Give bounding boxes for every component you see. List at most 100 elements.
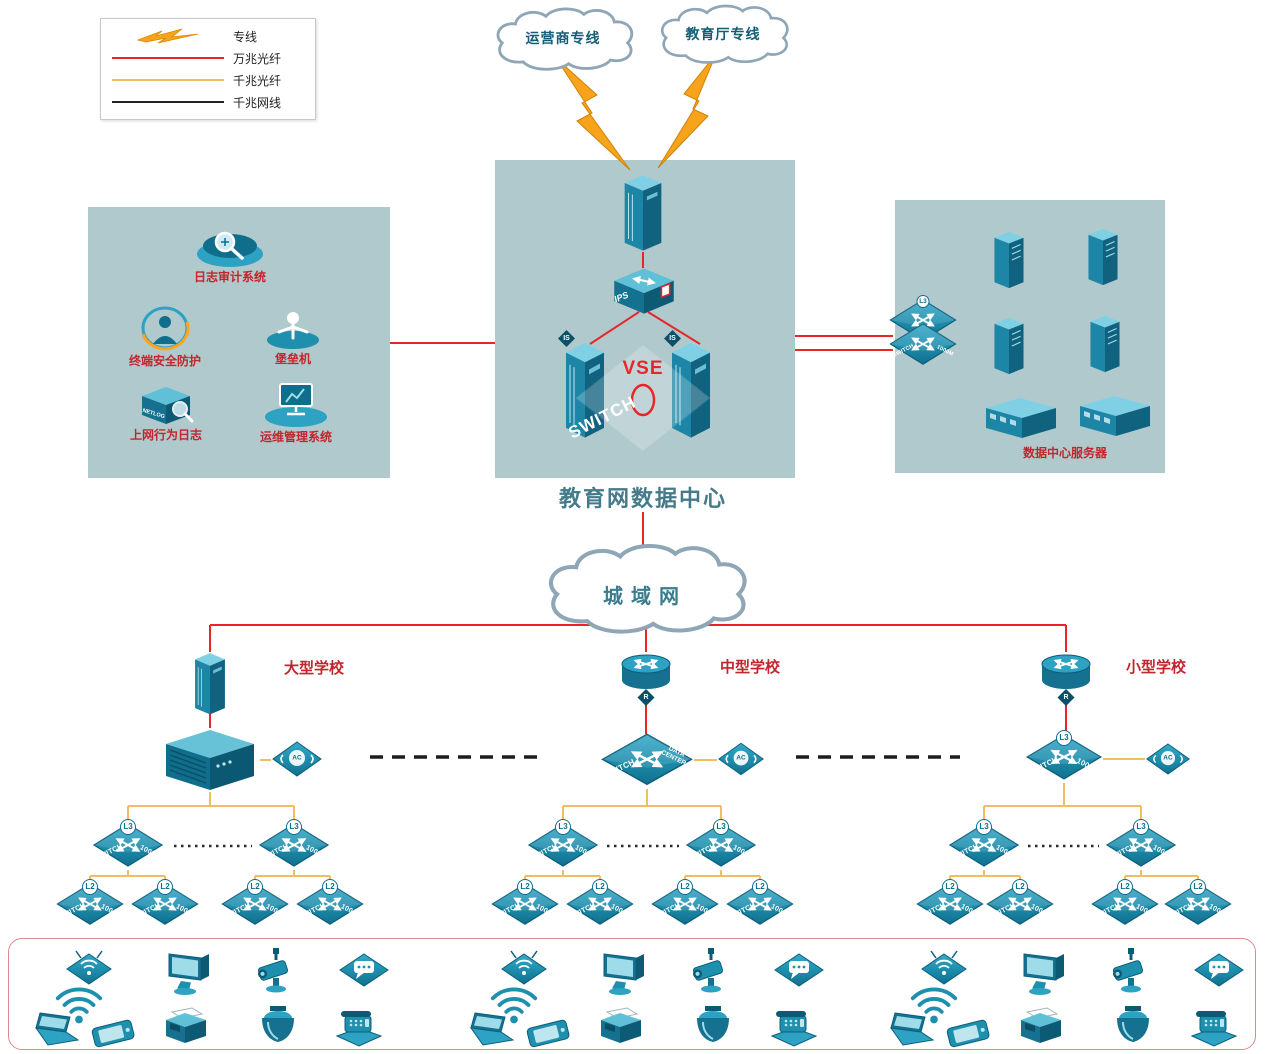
core-chassis-icon: [160, 726, 260, 792]
l3-badge: L3: [120, 819, 136, 835]
ops-icon: [263, 380, 329, 428]
desktop-icon: [1018, 950, 1070, 996]
black-line-sample: [109, 101, 227, 103]
datacenter-title: 教育网数据中心: [558, 486, 727, 511]
isp-cloud: 运营商专线: [487, 6, 639, 76]
wlan-ap-icon: [920, 950, 968, 986]
medium-school-core-switch: SWITCH DATA CENTER: [600, 732, 694, 789]
l3-badge: L3: [1133, 819, 1149, 835]
legend-row-dedicated: 专线: [109, 25, 307, 47]
l2-badge: L2: [677, 879, 693, 895]
small-school-ac: AC: [1145, 742, 1191, 776]
l3-badge: L3: [286, 819, 302, 835]
laptop-icon: [28, 1012, 84, 1048]
l3-badge: L3: [976, 819, 992, 835]
legend-row-1g-cable: 千兆网线: [109, 91, 307, 113]
l2-switch: L2 SWITCH 1000M: [295, 879, 365, 928]
l2-switch: L2 SWITCH 1000M: [1163, 879, 1233, 928]
smartphone-node: [88, 1018, 138, 1048]
ptz-camera-node: [253, 948, 299, 994]
wlan-ap-icon: [500, 950, 548, 986]
ops-system-node: 运维管理系统: [240, 380, 352, 445]
l2-switch: L2 SWITCH 1000M: [985, 879, 1055, 928]
large-school-label: 大型学校: [284, 660, 345, 677]
ip-phone-icon: [333, 1010, 385, 1048]
l3-switch: L3 SWITCH 1000M: [258, 819, 330, 870]
storage-icon: [980, 394, 1060, 440]
printer-node: [593, 1006, 647, 1046]
yellow-line-sample: [109, 79, 227, 81]
dc-storage-array: [980, 394, 1060, 440]
legend-label-dedicated: 专线: [233, 29, 258, 44]
ac-label: AC: [292, 754, 302, 762]
legend-label-10g: 万兆光纤: [233, 51, 282, 66]
l3-switch: L3 SWITCH 1000M: [685, 819, 757, 870]
switch-icon: [888, 322, 958, 368]
small-school-core-switch: L3 SWITCH 1000M: [1025, 730, 1103, 783]
large-school-firewall: [187, 650, 233, 716]
l2-switch: L2 SWITCH 1000M: [650, 879, 720, 928]
medium-school-ac: AC: [717, 741, 765, 777]
l3-badge: L3: [555, 819, 571, 835]
l3-switch: L3 SWITCH 1000M: [92, 819, 164, 870]
l2-badge: L2: [752, 879, 768, 895]
edu-cloud-label: 教育厅专线: [685, 26, 761, 43]
server-icon: [986, 228, 1032, 290]
audit-icon: [194, 222, 266, 268]
smartphone-icon: [943, 1018, 993, 1048]
man-cloud: 城域网: [535, 543, 755, 640]
l2-switch: L2 SWITCH 1000M: [130, 879, 200, 928]
vse-cluster: VSE SWITCH: [565, 342, 714, 454]
l3-switch: L3 SWITCH 1000M: [527, 819, 599, 870]
desktop-icon: [598, 950, 650, 996]
printer-icon: [593, 1006, 647, 1046]
laptop-icon: [883, 1012, 939, 1048]
large-school-ac: AC: [271, 740, 323, 778]
ip-phone-icon: [1188, 1010, 1240, 1048]
dc-server: [1082, 312, 1128, 374]
laptop-icon: [463, 1012, 519, 1048]
core-firewall: [615, 170, 671, 254]
wlan-ap-node: [920, 950, 968, 986]
isp-cloud-label: 运营商专线: [525, 30, 601, 47]
ip-phone-node: [1188, 1010, 1240, 1048]
dome-camera-node: [256, 1006, 300, 1048]
l2-badge: L2: [942, 879, 958, 895]
l2-switch: L2 SWITCH 1000M: [565, 879, 635, 928]
ips-icon: [604, 264, 684, 316]
l2-switch: L2 SWITCH 1000M: [490, 879, 560, 928]
ip-phone-node: [333, 1010, 385, 1048]
ip-phone-node: [768, 1010, 820, 1048]
l2-badge: L2: [1190, 879, 1206, 895]
dome-camera-node: [1111, 1006, 1155, 1048]
dc-blade-chassis: [1074, 392, 1154, 438]
lightning-sample: [109, 27, 227, 45]
l2-badge: L2: [157, 879, 173, 895]
printer-icon: [158, 1006, 212, 1046]
audit-system-node: 日志审计系统: [170, 222, 290, 285]
endpoint-security-label: 终端安全防护: [128, 354, 201, 368]
small-school-label: 小型学校: [1126, 659, 1187, 676]
server-icon: [1082, 312, 1128, 374]
bastion-icon: [265, 308, 321, 350]
vse-label: VSE: [622, 358, 664, 379]
audit-label: 日志审计系统: [193, 270, 266, 284]
ptz-camera-icon: [1108, 948, 1154, 994]
server-icon: [1080, 225, 1126, 287]
l3-badge: L3: [916, 295, 930, 308]
chat-icon: [338, 952, 390, 988]
edu-cloud: 教育厅专线: [647, 4, 799, 68]
chat-icon: [773, 952, 825, 988]
dome-camera-icon: [691, 1006, 735, 1048]
l3-badge: L3: [713, 819, 729, 835]
desktop-node: [1018, 950, 1070, 996]
bastion-label: 堡垒机: [274, 352, 311, 366]
wlan-ap-icon: [65, 950, 113, 986]
l2-badge: L2: [1117, 879, 1133, 895]
legend-label-1g-cable: 千兆网线: [233, 95, 282, 110]
l2-badge: L2: [592, 879, 608, 895]
l2-badge: L2: [322, 879, 338, 895]
endpoint-security-node: 终端安全防护: [105, 304, 225, 369]
chat-icon: [1193, 952, 1245, 988]
